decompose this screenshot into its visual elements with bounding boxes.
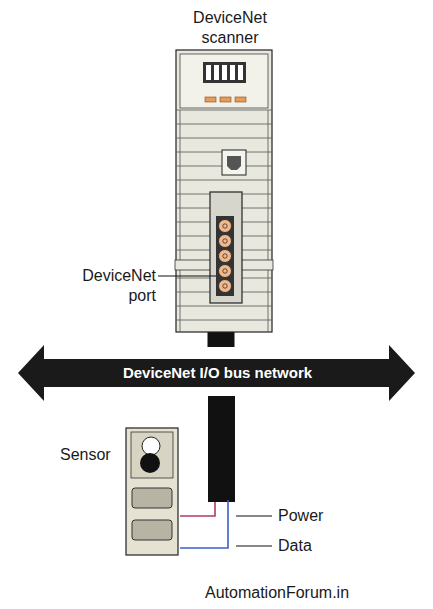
port-terminal: [219, 235, 232, 248]
housing-rib: [176, 306, 272, 307]
dip-switch: [203, 62, 246, 83]
housing-rib: [176, 320, 272, 321]
scanner-module: DeviceNet scanner: [150, 4, 310, 333]
port-terminal: [219, 280, 232, 293]
dip-lever: [214, 65, 219, 80]
housing-rib: [176, 110, 272, 111]
device-label: Sensor: [60, 445, 111, 465]
top-panel: [180, 54, 268, 108]
terminal-screw: [223, 239, 227, 243]
housing-edge: [180, 110, 181, 332]
port-housing: [210, 192, 242, 303]
terminal-screw: [223, 254, 227, 258]
port-leader: [176, 276, 216, 277]
port-block: [216, 216, 234, 296]
dip-lever: [222, 65, 227, 80]
sensor-receiver: [140, 453, 160, 473]
housing-edge: [268, 110, 269, 332]
data-leader: [236, 546, 272, 547]
housing-rib: [176, 124, 272, 125]
signal-name: Power: [278, 506, 358, 526]
dip-lever: [230, 65, 235, 80]
bus-arrow: DeviceNet I/O bus network: [18, 345, 417, 401]
port-terminal: [219, 250, 232, 263]
bus-drop-cable: [208, 396, 235, 502]
network-label: DeviceNet I/O bus network: [18, 363, 417, 383]
callout-label: DeviceNet port: [56, 266, 156, 306]
dip-lever: [238, 65, 243, 80]
dip-lever: [206, 65, 211, 80]
signal-name: Data: [278, 536, 358, 556]
device-label: DeviceNet scanner: [178, 8, 282, 48]
watermark: AutomationForum.in: [205, 583, 405, 603]
module-housing: [176, 50, 272, 332]
trunk-cable: [208, 332, 235, 347]
terminal-screw: [223, 269, 227, 273]
port-terminal: [219, 220, 232, 233]
housing-rib: [176, 138, 272, 139]
port-terminal: [219, 265, 232, 278]
sensor-window: [132, 488, 172, 508]
sensor-lens-panel: [131, 432, 173, 478]
scanner-module-outline: [150, 4, 310, 333]
status-led: [235, 97, 246, 102]
usb-socket: [227, 156, 241, 170]
sensor-device: Sensor: [55, 428, 180, 556]
housing-rib: [176, 180, 272, 181]
sensor-window: [132, 520, 172, 540]
status-led: [220, 97, 231, 102]
terminal-screw: [223, 224, 227, 228]
power-leader: [236, 516, 272, 517]
terminal-screw: [223, 284, 227, 288]
sensor-body: [126, 428, 178, 555]
sensor-emitter: [142, 437, 160, 455]
status-led: [205, 97, 216, 102]
usb-port: [222, 150, 246, 175]
port-leader: [158, 276, 176, 277]
data-wire: [180, 500, 228, 548]
